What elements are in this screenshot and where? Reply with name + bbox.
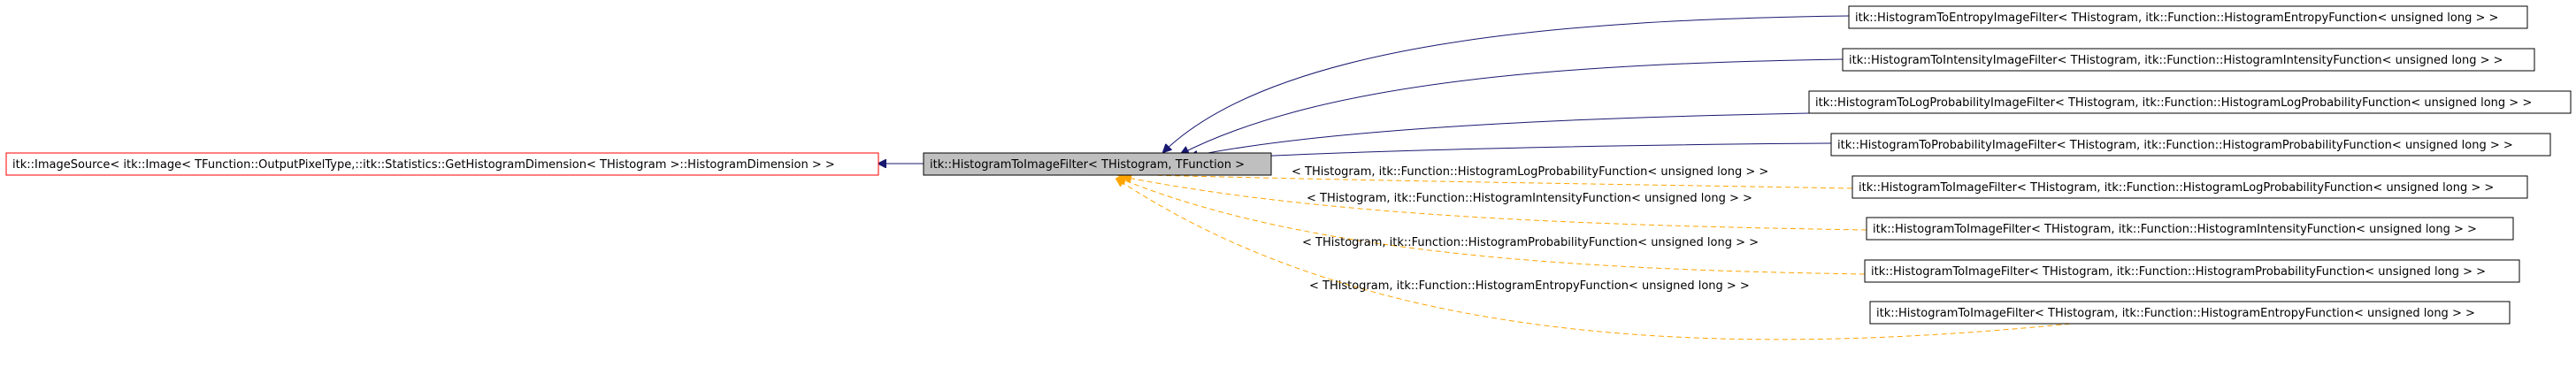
node-inst-entropy-label: itk::HistogramToImageFilter< THistogram,… bbox=[1876, 307, 2475, 320]
node-inst-intensity-label: itk::HistogramToImageFilter< THistogram,… bbox=[1873, 223, 2477, 236]
node-inst-log-probability-label: itk::HistogramToImageFilter< THistogram,… bbox=[1859, 181, 2494, 195]
node-inst-probability[interactable]: itk::HistogramToImageFilter< THistogram,… bbox=[1864, 259, 2520, 283]
edge-probability-to-filter bbox=[1205, 142, 1832, 159]
node-entropy-filter-label: itk::HistogramToEntropyImageFilter< THis… bbox=[1855, 11, 2498, 25]
node-histogram-to-image-filter: itk::HistogramToImageFilter< THistogram,… bbox=[923, 152, 1272, 176]
node-log-probability-filter[interactable]: itk::HistogramToLogProbabilityImageFilte… bbox=[1808, 90, 2572, 114]
node-inst-entropy[interactable]: itk::HistogramToImageFilter< THistogram,… bbox=[1869, 301, 2511, 325]
node-inst-log-probability[interactable]: itk::HistogramToImageFilter< THistogram,… bbox=[1852, 175, 2528, 199]
node-intensity-filter-label: itk::HistogramToIntensityImageFilter< TH… bbox=[1849, 54, 2503, 67]
edge-inst-entropy bbox=[1116, 179, 2106, 340]
edge-label-intensity: < THistogram, itk::Function::HistogramIn… bbox=[1307, 192, 1752, 205]
edge-intensity-to-filter bbox=[1181, 58, 1844, 154]
edge-label-log-probability: < THistogram, itk::Function::HistogramLo… bbox=[1292, 165, 1768, 179]
edge-entropy-to-filter bbox=[1163, 15, 1850, 152]
edge-label-entropy: < THistogram, itk::Function::HistogramEn… bbox=[1309, 279, 1750, 293]
edge-inst-intensity bbox=[1123, 177, 1867, 231]
node-probability-filter[interactable]: itk::HistogramToProbabilityImageFilter< … bbox=[1830, 133, 2551, 157]
node-image-source[interactable]: itk::ImageSource< itk::Image< TFunction:… bbox=[5, 152, 879, 176]
node-entropy-filter[interactable]: itk::HistogramToEntropyImageFilter< THis… bbox=[1848, 5, 2528, 29]
node-histogram-to-image-filter-label: itk::HistogramToImageFilter< THistogram,… bbox=[930, 158, 1245, 172]
edge-label-probability: < THistogram, itk::Function::HistogramPr… bbox=[1302, 236, 1759, 249]
edge-inst-probability bbox=[1118, 178, 1866, 275]
node-intensity-filter[interactable]: itk::HistogramToIntensityImageFilter< TH… bbox=[1842, 48, 2535, 72]
node-image-source-label: itk::ImageSource< itk::Image< TFunction:… bbox=[12, 158, 835, 172]
node-inst-probability-label: itk::HistogramToImageFilter< THistogram,… bbox=[1871, 265, 2486, 279]
node-inst-intensity[interactable]: itk::HistogramToImageFilter< THistogram,… bbox=[1866, 217, 2514, 241]
edge-log-probability-to-filter bbox=[1190, 112, 1810, 157]
node-probability-filter-label: itk::HistogramToProbabilityImageFilter< … bbox=[1837, 139, 2513, 152]
node-log-probability-filter-label: itk::HistogramToLogProbabilityImageFilte… bbox=[1815, 96, 2532, 110]
